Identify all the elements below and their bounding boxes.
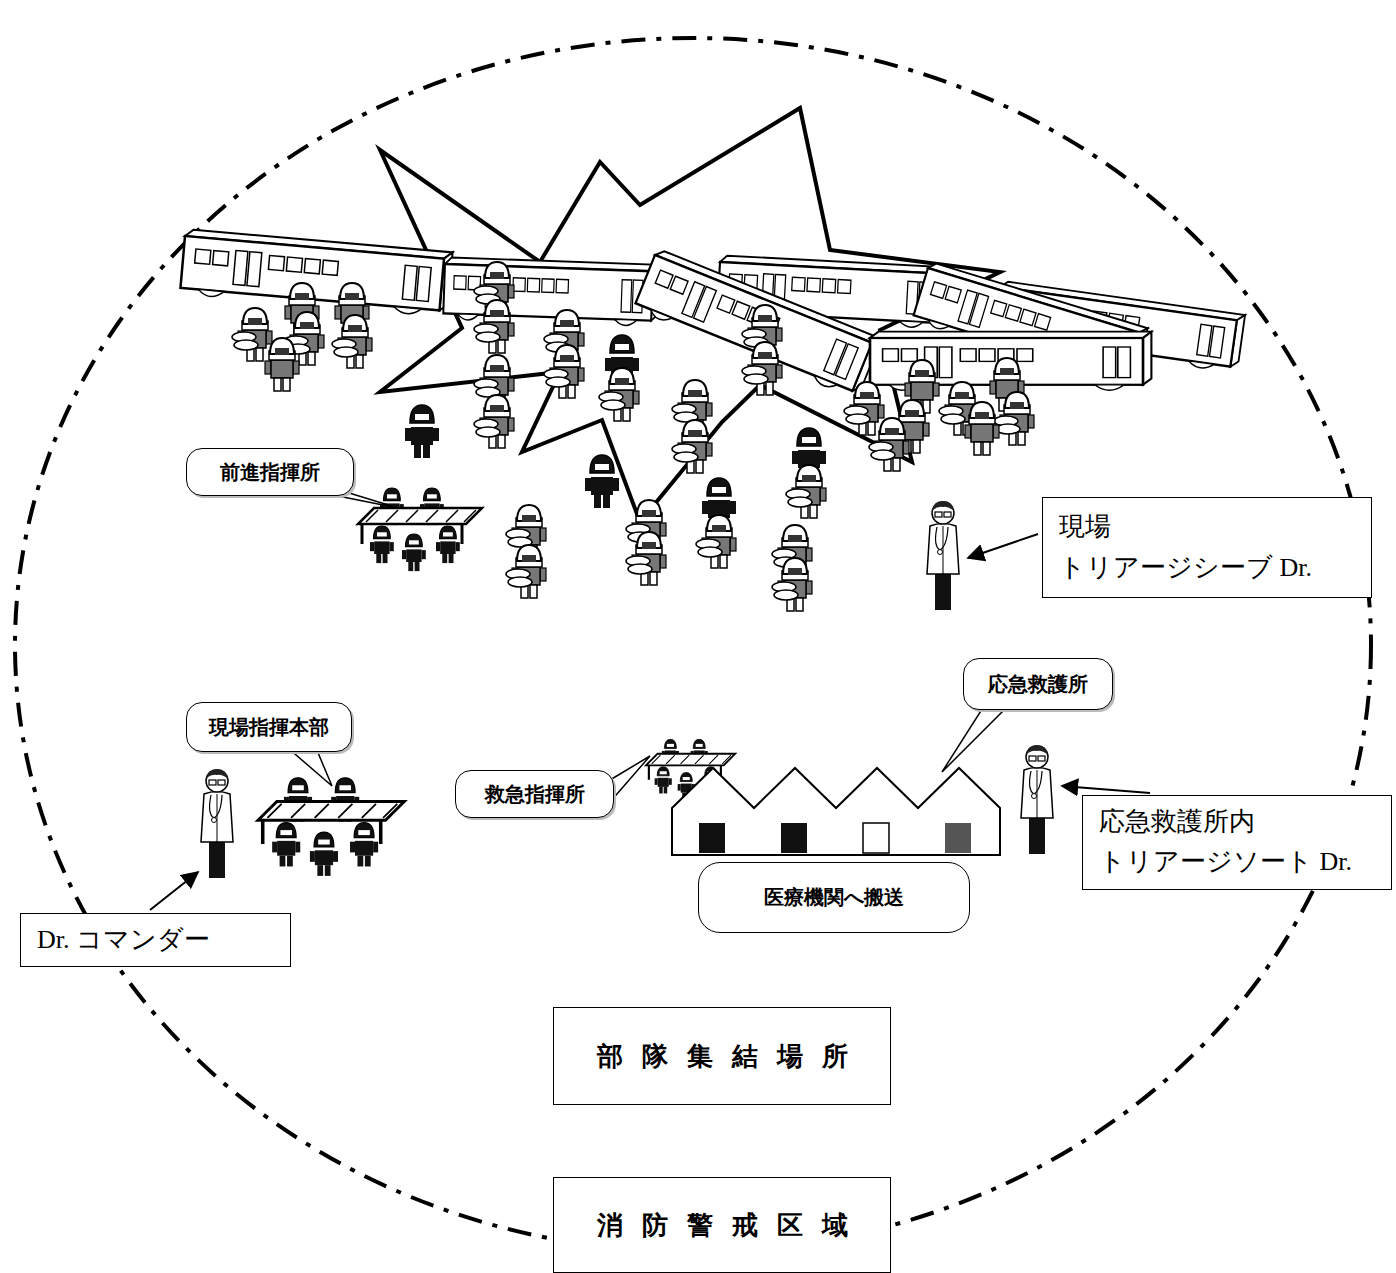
callout-bubble: 前進指揮所 <box>186 448 354 496</box>
callout-bubble: 救急指揮所 <box>455 770 614 818</box>
node-text: 消防警戒区域 <box>578 1208 867 1243</box>
node-text: 応急救護所内 トリアージソート Dr. <box>1099 802 1375 883</box>
area-label-box: 部隊集結場所 <box>553 1007 891 1105</box>
node-text: 前進指揮所 <box>220 459 320 486</box>
label-box: Dr. コマンダー <box>20 913 291 967</box>
callout-bubble: 応急救護所 <box>963 658 1113 710</box>
warning-zone-boundary <box>15 38 1371 1252</box>
node-text: 現場指揮本部 <box>209 714 329 741</box>
node-text: 救急指揮所 <box>485 781 585 808</box>
node-text: Dr. コマンダー <box>37 920 210 960</box>
callout-tails <box>288 492 1008 802</box>
explosion-burst <box>380 108 1000 522</box>
derailed-train <box>180 229 1245 399</box>
doctors <box>201 501 1053 878</box>
command-posts <box>258 488 735 876</box>
rounded-box: 医療機関へ搬送 <box>698 862 970 933</box>
leader-arrows <box>150 534 1150 910</box>
firefighters <box>232 262 1034 611</box>
label-box: 現場 トリアージシーブ Dr. <box>1042 497 1372 598</box>
area-label-box: 消防警戒区域 <box>553 1177 891 1273</box>
callout-bubble: 現場指揮本部 <box>186 702 352 752</box>
node-text: 応急救護所 <box>988 671 1088 698</box>
label-box: 応急救護所内 トリアージソート Dr. <box>1082 795 1392 890</box>
first-aid-tents <box>672 768 1000 855</box>
node-text: 医療機関へ搬送 <box>764 884 904 911</box>
node-text: 現場 トリアージシーブ Dr. <box>1059 507 1355 588</box>
node-text: 部隊集結場所 <box>578 1039 867 1074</box>
